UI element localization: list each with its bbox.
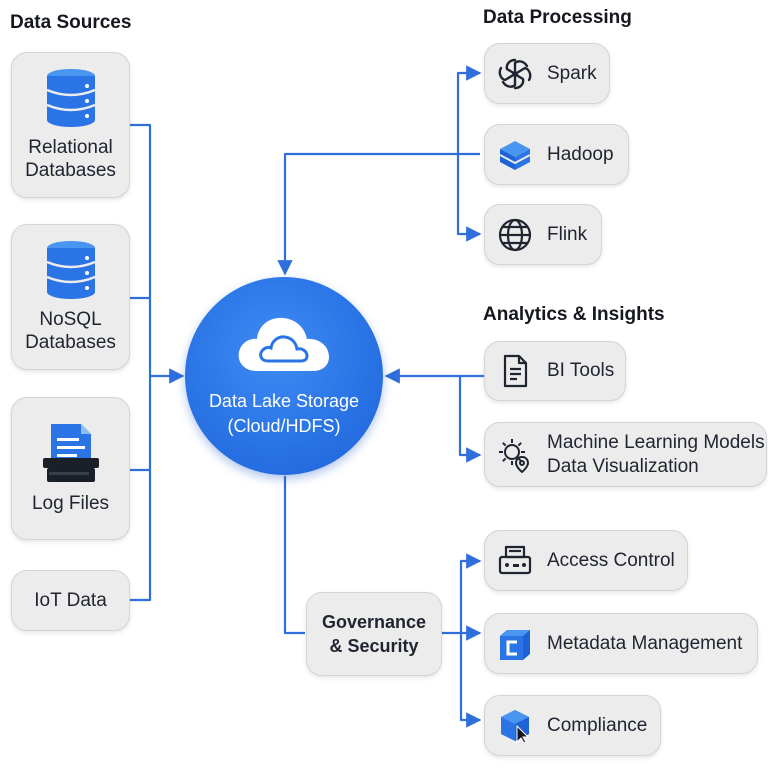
governance-compliance: Compliance (484, 695, 661, 756)
data-sources-heading: Data Sources (10, 12, 132, 33)
connector-relational (130, 123, 152, 602)
connector-flink (456, 154, 482, 242)
data-lake-title: Data Lake Storage (208, 391, 360, 411)
access-control-label: Access Control (547, 549, 675, 571)
metadata-icon (500, 629, 530, 660)
ml-models-label: Machine Learning Models (547, 431, 765, 453)
gear-icon (499, 438, 530, 473)
document-icon (503, 354, 528, 388)
data-lake-storage: Data Lake Storage (Cloud/HDFS) (185, 277, 383, 475)
bi-tools-label: BI Tools (547, 360, 615, 381)
connector-spark (456, 65, 482, 154)
source-log-label: Log Files (31, 493, 110, 514)
source-relational-databases: Relational Databases (11, 52, 130, 198)
connector-ml (458, 376, 482, 463)
hadoop-icon (499, 140, 531, 170)
source-relational-label: Relational Databases (25, 137, 116, 181)
analytics-heading: Analytics & Insights (483, 304, 665, 325)
compliance-icon (501, 709, 530, 744)
database-icon (46, 241, 95, 299)
security-label: & Security (329, 636, 419, 656)
cloud-icon (238, 317, 329, 371)
analytics-ml-visualization: Machine Learning Models Data Visualizati… (484, 422, 767, 487)
database-icon (46, 69, 95, 127)
processing-spark: Spark (484, 43, 610, 104)
connector-compliance (459, 633, 482, 728)
connector-processing-to-lake (277, 152, 480, 276)
source-nosql-label: NoSQL Databases (25, 309, 116, 353)
data-lake-subtitle: (Cloud/HDFS) (227, 416, 341, 436)
metadata-management-label: Metadata Management (547, 632, 743, 654)
source-iot-data: IoT Data (11, 570, 130, 631)
spark-label: Spark (547, 62, 597, 84)
log-file-icon (42, 424, 99, 482)
connector-governance-bus (442, 553, 482, 635)
compliance-label: Compliance (547, 714, 648, 736)
hadoop-label: Hadoop (547, 143, 614, 165)
analytics-bi-tools: BI Tools (484, 341, 626, 401)
globe-icon (498, 218, 532, 251)
source-iot-label: IoT Data (34, 590, 107, 611)
data-visualization-label: Data Visualization (547, 455, 699, 477)
governance-metadata-management: Metadata Management (484, 613, 758, 674)
processing-hadoop: Hadoop (484, 124, 629, 185)
source-log-files: Log Files (11, 397, 130, 540)
data-processing-heading: Data Processing (483, 7, 632, 28)
governance-security: Governance & Security (306, 592, 442, 676)
access-control-icon (498, 545, 532, 574)
governance-label: Governance (321, 612, 427, 632)
governance-access-control: Access Control (484, 530, 688, 591)
connector-lake-to-governance (283, 476, 305, 635)
spark-icon (498, 58, 532, 89)
processing-flink: Flink (484, 204, 602, 265)
flink-label: Flink (547, 223, 588, 245)
source-nosql-databases: NoSQL Databases (11, 224, 130, 370)
